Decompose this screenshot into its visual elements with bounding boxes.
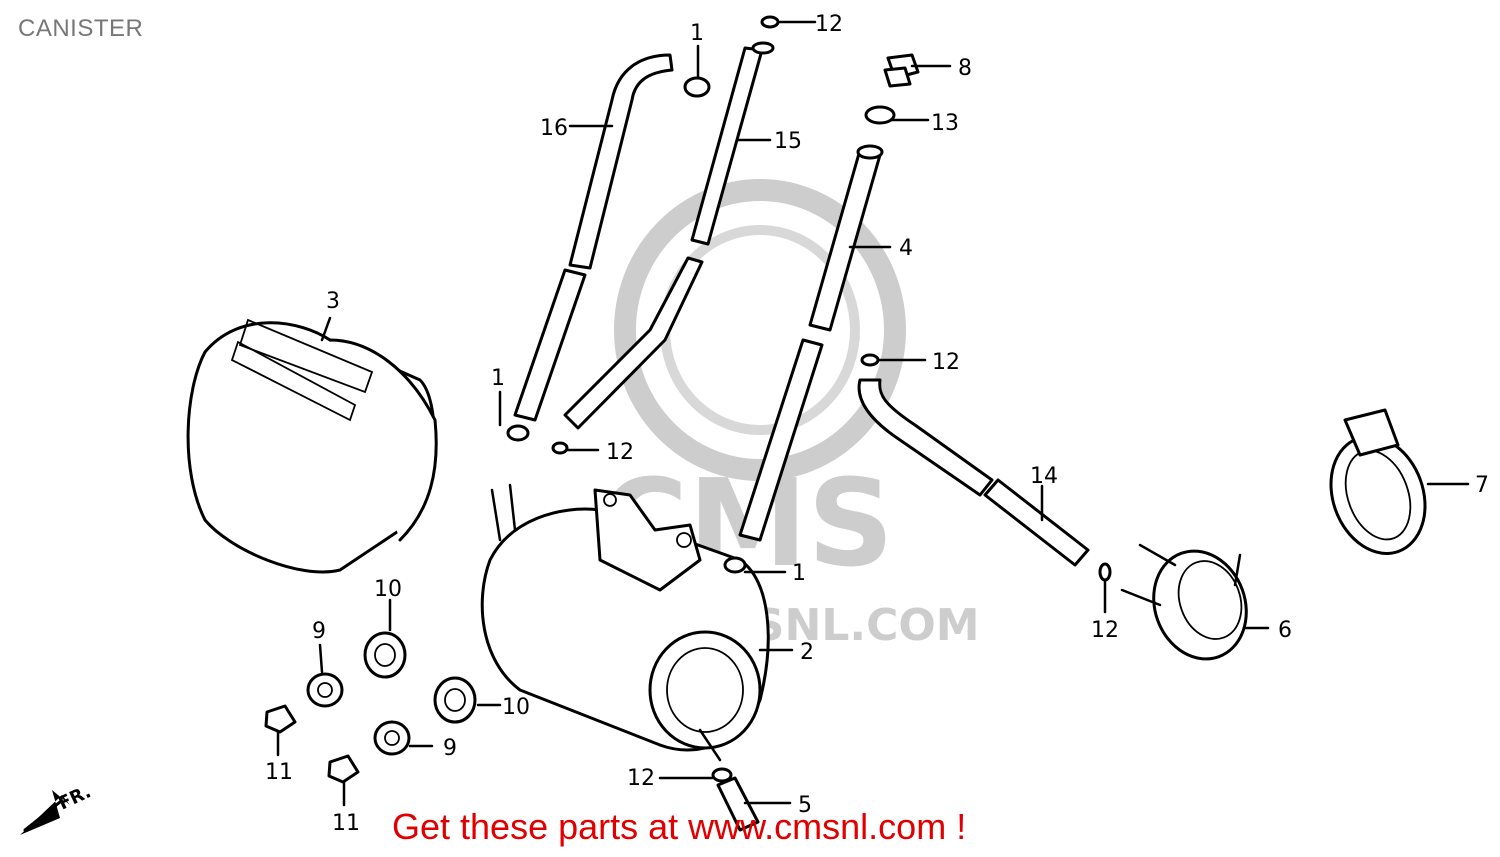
front-direction-arrow: FR. (20, 781, 94, 835)
callout-1-top: 1 (690, 21, 704, 46)
callout-11-bottom: 11 (332, 811, 360, 836)
callout-13: 13 (931, 111, 959, 136)
callout-14: 14 (1030, 464, 1058, 489)
callout-9-top: 9 (312, 619, 326, 644)
callout-labels: 1 1 1 2 3 4 5 6 7 8 9 9 10 10 11 11 12 1… (265, 12, 1489, 836)
callout-11-left: 11 (265, 760, 293, 785)
page-title: CANISTER (18, 15, 144, 42)
callout-8: 8 (958, 56, 972, 81)
callout-12-bottom: 12 (627, 766, 655, 791)
callout-12-top: 12 (815, 12, 843, 37)
callout-4: 4 (899, 236, 913, 261)
hose-16 (513, 53, 674, 422)
small-parts (264, 15, 1112, 784)
callout-2: 2 (800, 640, 814, 665)
get-parts-link[interactable]: Get these parts at www.cmsnl.com ! (392, 806, 967, 847)
hose-15 (563, 41, 775, 430)
hose-4 (738, 144, 884, 542)
callout-1-canister: 1 (792, 561, 806, 586)
cap-8 (883, 53, 920, 88)
callout-12-valve: 12 (1091, 618, 1119, 643)
callout-12-left: 12 (606, 440, 634, 465)
callout-16: 16 (540, 116, 568, 141)
callout-10-top: 10 (374, 577, 402, 602)
callout-12-mid: 12 (932, 350, 960, 375)
hose-14 (857, 378, 1090, 567)
callout-1-left: 1 (491, 366, 505, 391)
mounting-band (1329, 408, 1427, 555)
callout-6: 6 (1278, 618, 1292, 643)
canister-cover (186, 318, 438, 574)
callout-3: 3 (326, 289, 340, 314)
callout-5: 5 (798, 793, 812, 818)
canister (480, 483, 770, 762)
callout-15: 15 (774, 129, 802, 154)
callout-10-right: 10 (502, 695, 530, 720)
callout-9-bottom: 9 (443, 736, 457, 761)
callout-7: 7 (1475, 473, 1489, 498)
front-direction-label: FR. (55, 781, 94, 814)
leader-lines (276, 20, 1470, 807)
control-valve (1120, 543, 1248, 661)
